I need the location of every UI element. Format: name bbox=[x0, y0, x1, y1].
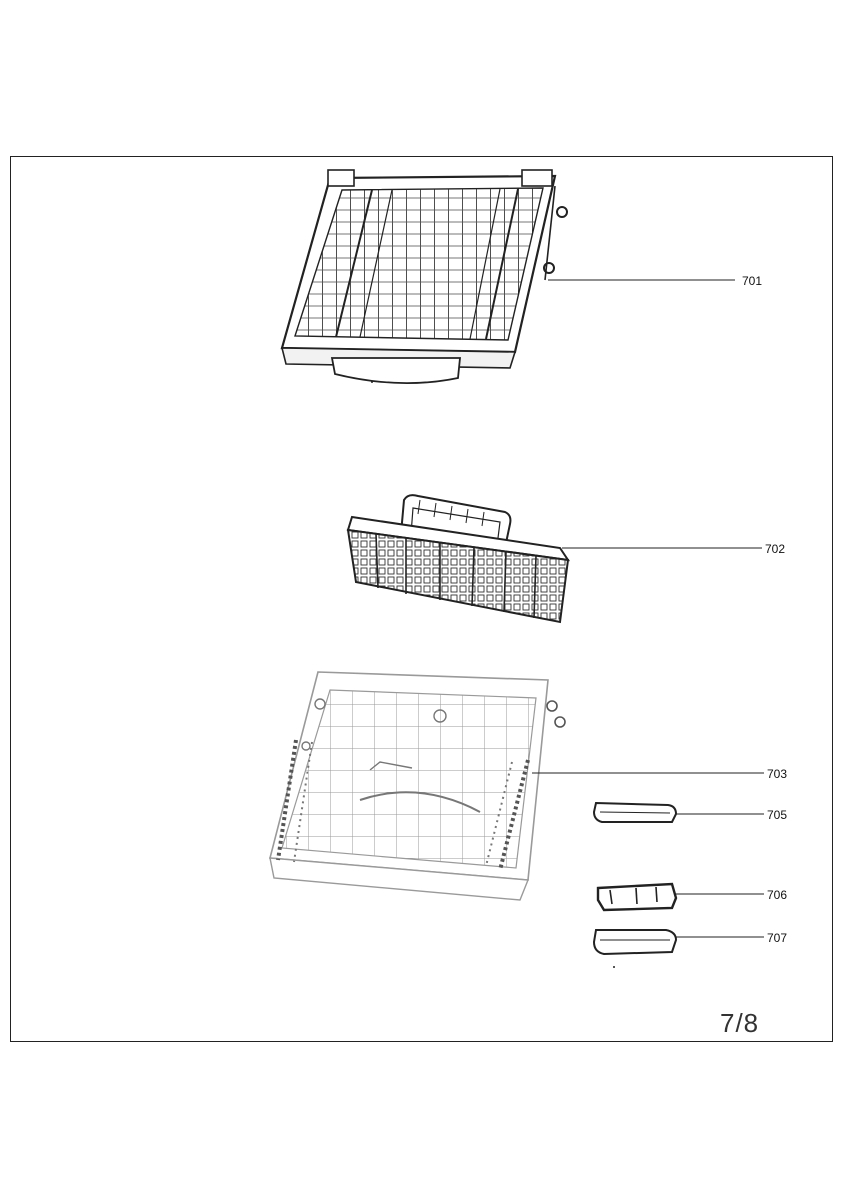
guide-rail-a bbox=[592, 801, 764, 823]
callout-705: 705 bbox=[767, 808, 788, 822]
drawing-frame bbox=[10, 156, 833, 1042]
callout-703: 703 bbox=[767, 767, 788, 781]
lower-rack bbox=[268, 671, 764, 901]
callout-701: 701 bbox=[742, 274, 763, 288]
page-number: 7/8 bbox=[720, 1008, 760, 1038]
callout-702: 702 bbox=[765, 542, 786, 556]
callout-707: 707 bbox=[767, 931, 788, 945]
cutlery-basket bbox=[346, 494, 762, 624]
guide-rail-c bbox=[592, 929, 764, 968]
guide-rail-b bbox=[596, 882, 764, 912]
upper-rack bbox=[280, 169, 735, 385]
callout-706: 706 bbox=[767, 888, 788, 902]
